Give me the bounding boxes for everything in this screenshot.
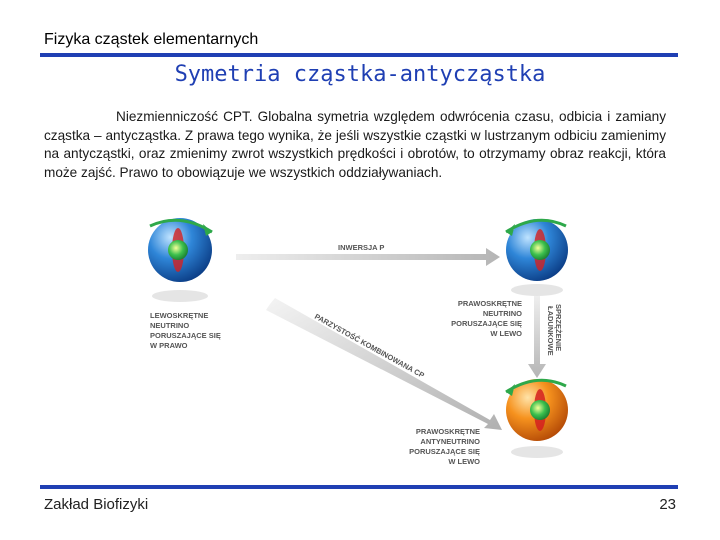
right-top-label-line-1: PRAWOSKRĘTNE (458, 299, 522, 308)
right-bottom-antineutrino-sphere (505, 378, 568, 458)
right-bottom-label-line-1: PRAWOSKRĘTNE (416, 427, 480, 436)
p-inversion-arrow: INWERSJA P (236, 243, 500, 266)
right-top-neutrino-sphere (505, 218, 568, 296)
header-title: Fizyka cząstek elementarnych (44, 31, 259, 48)
left-neutrino-sphere (148, 218, 213, 302)
right-top-label-line-3: PORUSZAJĄCE SIĘ (451, 319, 522, 328)
footer-institution: Zakład Biofizyki (44, 496, 149, 513)
c-conjugation-label-2: ŁADUNKOWE (546, 306, 555, 356)
left-neutrino-label: LEWOSKRĘTNE NEUTRINO PORUSZAJĄCE SIĘ W P… (150, 311, 221, 350)
left-label-line-4: W PRAWO (150, 341, 188, 350)
body-paragraph: Niezmienniczość CPT. Globalna symetria w… (44, 109, 666, 180)
right-bottom-label-line-3: PORUSZAJĄCE SIĘ (409, 447, 480, 456)
right-bottom-antineutrino-label: PRAWOSKRĘTNE ANTYNEUTRINO PORUSZAJĄCE SI… (409, 427, 480, 466)
left-label-line-3: PORUSZAJĄCE SIĘ (150, 331, 221, 340)
right-top-label-line-4: W LEWO (490, 329, 522, 338)
slide-title: Symetria cząstka-antycząstka (174, 62, 546, 87)
body-text: Niezmienniczość CPT. Globalna symetria w… (44, 108, 666, 182)
c-conjugation-label-1: SPRZĘŻENIE (554, 304, 563, 351)
cp-parity-arrow: PARZYSTOŚĆ KOMBINOWANA CP (266, 298, 502, 430)
right-top-neutrino-label: PRAWOSKRĘTNE NEUTRINO PORUSZAJĄCE SIĘ W … (451, 299, 522, 338)
p-inversion-label: INWERSJA P (338, 243, 384, 252)
right-bottom-label-line-2: ANTYNEUTRINO (420, 437, 480, 446)
left-label-line-2: NEUTRINO (150, 321, 189, 330)
cp-parity-label: PARZYSTOŚĆ KOMBINOWANA CP (313, 312, 426, 380)
right-top-label-line-2: NEUTRINO (483, 309, 522, 318)
left-label-line-1: LEWOSKRĘTNE (150, 311, 208, 320)
top-rule (40, 53, 678, 57)
c-conjugation-arrow: SPRZĘŻENIE ŁADUNKOWE (528, 296, 563, 378)
bottom-rule (40, 485, 678, 489)
right-bottom-label-line-4: W LEWO (448, 457, 480, 466)
page-number: 23 (659, 496, 676, 513)
